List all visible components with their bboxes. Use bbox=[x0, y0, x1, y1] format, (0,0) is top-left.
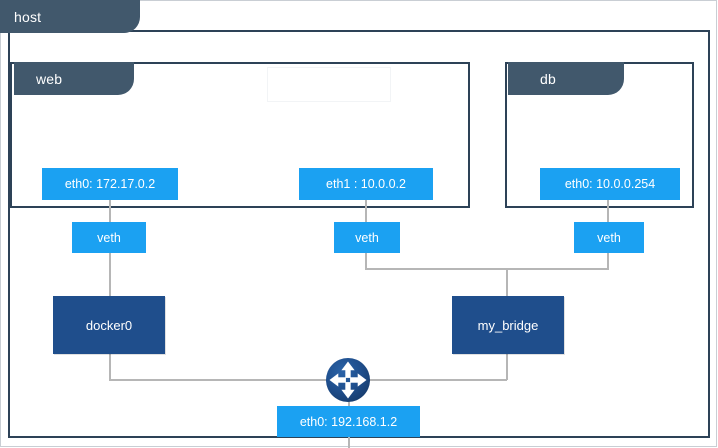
interface-host-eth0-label: eth0: 192.168.1.2 bbox=[299, 414, 398, 429]
line-host-eth0-stub bbox=[348, 436, 350, 448]
interface-web-eth1-label: eth1 : 10.0.0.2 bbox=[326, 177, 406, 191]
veth-web-eth1[interactable]: veth bbox=[334, 222, 400, 253]
interface-web-eth1[interactable]: eth1 : 10.0.0.2 bbox=[299, 168, 433, 200]
router-icon[interactable] bbox=[324, 356, 372, 404]
bridge-my-bridge[interactable]: my_bridge bbox=[452, 296, 564, 354]
bridge-my-bridge-label: my_bridge bbox=[477, 317, 539, 333]
line-web-eth1-to-veth bbox=[365, 198, 367, 222]
ghost-rectangle-artifact bbox=[267, 67, 391, 102]
veth-db-label: veth bbox=[597, 230, 621, 245]
bridge-docker0-label: docker0 bbox=[85, 317, 133, 333]
line-my-bridge-to-rail bbox=[506, 354, 508, 380]
interface-db-eth0[interactable]: eth0: 10.0.0.254 bbox=[540, 168, 680, 200]
db-container-tab[interactable]: db bbox=[508, 62, 624, 95]
bridge-docker0[interactable]: docker0 bbox=[53, 296, 165, 354]
line-merge-rail-to-my-bridge bbox=[506, 268, 508, 296]
line-veth-db-down bbox=[607, 253, 609, 270]
db-container-label: db bbox=[540, 70, 556, 87]
line-db-eth0-to-veth bbox=[607, 198, 609, 222]
line-docker0-to-rail bbox=[109, 354, 111, 380]
interface-web-eth0-label: eth0: 172.17.0.2 bbox=[64, 177, 156, 191]
line-veth-to-docker0 bbox=[109, 253, 111, 296]
veth-web-eth1-label: veth bbox=[355, 230, 379, 245]
host-tab[interactable]: host bbox=[0, 0, 140, 33]
line-bottom-rail bbox=[109, 379, 507, 381]
interface-host-eth0[interactable]: eth0: 192.168.1.2 bbox=[277, 406, 420, 437]
interface-db-eth0-label: eth0: 10.0.0.254 bbox=[564, 177, 656, 191]
web-container-tab[interactable]: web bbox=[14, 62, 134, 95]
interface-web-eth0[interactable]: eth0: 172.17.0.2 bbox=[42, 168, 178, 200]
veth-docker0-label: veth bbox=[97, 230, 121, 245]
line-veth-merge-rail bbox=[365, 268, 609, 270]
web-container-label: web bbox=[36, 70, 63, 87]
line-web-eth0-to-veth bbox=[109, 198, 111, 222]
line-veth-web-eth1-down bbox=[365, 253, 367, 270]
veth-db[interactable]: veth bbox=[574, 222, 644, 253]
veth-docker0[interactable]: veth bbox=[72, 222, 146, 253]
host-tab-label: host bbox=[14, 8, 42, 25]
